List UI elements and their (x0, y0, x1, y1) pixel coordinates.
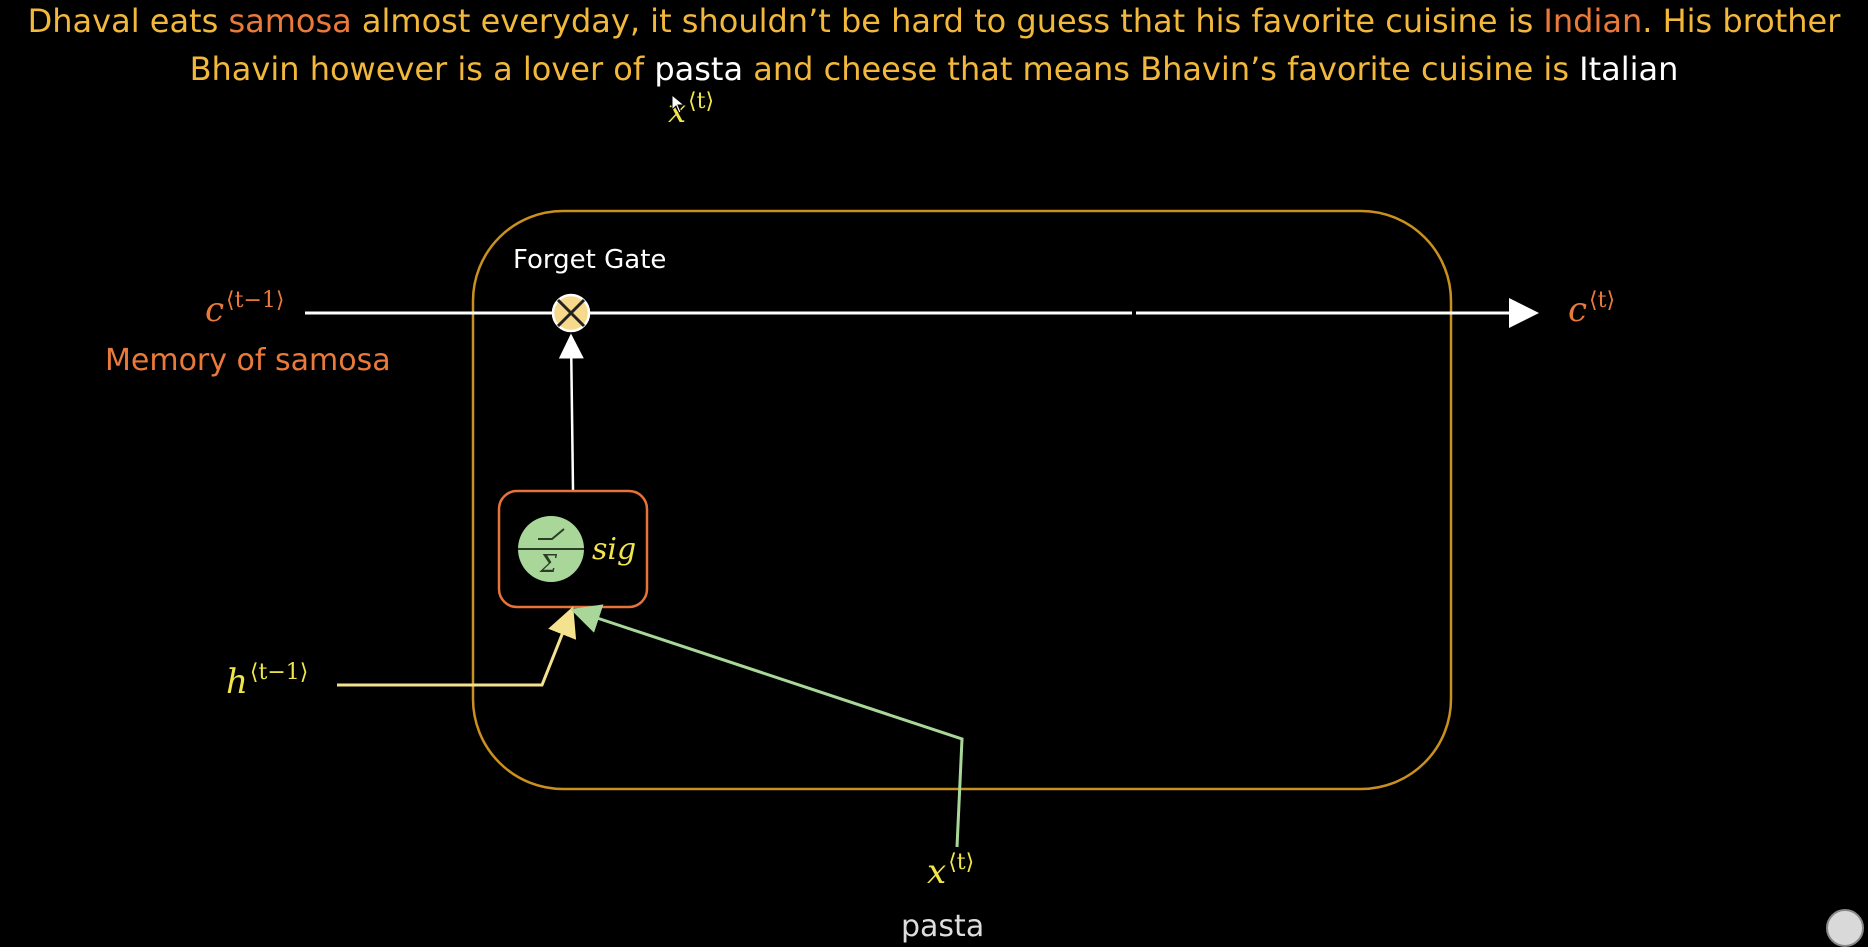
sig-label: sig (592, 532, 637, 567)
forget-gate-label: Forget Gate (513, 245, 667, 275)
mouse-cursor-icon (671, 93, 686, 118)
forget-signal-arrow (558, 333, 584, 491)
sigma-label: Σ (540, 550, 557, 578)
x-bottom-label: x⟨t⟩ (927, 850, 975, 892)
memory-label: Memory of samosa (105, 343, 391, 378)
pasta-label: pasta (901, 909, 985, 944)
headline-line-1: Dhaval eats samosa almost everyday, it s… (0, 2, 1868, 40)
sentence-line1-segment-3: Indian (1543, 2, 1643, 40)
h-prev-label: h⟨t−1⟩ (226, 660, 309, 702)
sigmoid-neuron-icon (518, 516, 584, 582)
channel-logo-icon (1826, 909, 1864, 947)
multiply-circle-icon (551, 293, 591, 333)
c-next-label: c⟨t⟩ (1568, 288, 1616, 330)
c-prev-label: c⟨t−1⟩ (205, 288, 285, 330)
sentence-line2-segment-0: Bhavin however is a lover of (189, 50, 655, 88)
sentence-line2-segment-2: and cheese that means Bhavin’s favorite … (743, 50, 1580, 88)
h-input-line (337, 606, 577, 687)
x-input-line (570, 604, 964, 848)
headline-line-2: Bhavin however is a lover of pasta and c… (0, 50, 1868, 88)
sentence-line1-segment-0: Dhaval eats (27, 2, 229, 40)
sentence-line1-segment-2: almost everyday, it shouldn’t be hard to… (351, 2, 1544, 40)
sentence-line2-segment-3: Italian (1579, 50, 1679, 88)
lstm-cell-box (471, 209, 1453, 791)
sentence-line2-segment-1: pasta (654, 50, 744, 88)
sentence-line1-segment-4: . His brother (1642, 2, 1841, 40)
sentence-line1-segment-1: samosa (228, 2, 352, 40)
